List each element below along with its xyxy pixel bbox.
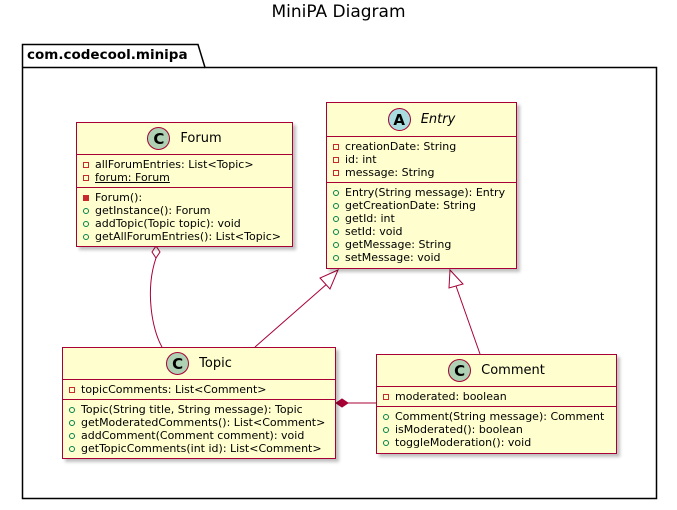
field-row: message: String: [327, 166, 516, 179]
method-row: setMessage: void: [327, 251, 516, 264]
public-icon: [333, 189, 339, 196]
method-row: getTopicComments(int id): List<Comment>: [63, 442, 335, 455]
class-forum-fields: allForumEntries: List<Topic> forum: Foru…: [77, 155, 292, 188]
class-name: Comment: [481, 363, 545, 378]
method-row: getInstance(): Forum: [77, 204, 292, 217]
method-row: isModerated(): boolean: [377, 423, 616, 436]
class-entry-header: A Entry: [327, 103, 516, 137]
class-entry-methods: Entry(String message): Entry getCreation…: [327, 183, 516, 267]
class-entry-fields: creationDate: String id: int message: St…: [327, 137, 516, 183]
class-icon: C: [166, 352, 190, 375]
class-forum-methods: Forum(): getInstance(): Forum addTopic(T…: [77, 188, 292, 246]
abstract-class-icon: A: [387, 108, 411, 131]
public-icon: [69, 406, 75, 413]
method-row: getAllForumEntries(): List<Topic>: [77, 230, 292, 243]
private-icon: [383, 393, 389, 400]
public-icon: [383, 426, 389, 433]
aggregation-diamond: [151, 245, 161, 259]
public-icon: [333, 215, 339, 222]
public-icon: [383, 413, 389, 420]
composition-diamond: [335, 398, 349, 408]
class-icon: C: [147, 127, 171, 150]
public-icon: [69, 445, 75, 452]
diagram-title: MiniPA Diagram: [271, 2, 406, 22]
method-row: addComment(Comment comment): void: [63, 429, 335, 442]
class-comment-methods: Comment(String message): Comment isModer…: [377, 407, 616, 452]
private-icon: [333, 156, 339, 163]
class-name: Topic: [199, 356, 232, 371]
private-icon: [69, 386, 75, 393]
public-icon: [333, 228, 339, 235]
method-row: addTopic(Topic topic): void: [77, 217, 292, 230]
class-forum-header: C Forum: [77, 123, 292, 155]
class-topic: C Topic topicComments: List<Comment> Top…: [62, 347, 336, 459]
class-topic-header: C Topic: [63, 348, 335, 380]
class-comment-fields: moderated: boolean: [377, 387, 616, 407]
method-row: getId: int: [327, 212, 516, 225]
method-row: Topic(String title, String message): Top…: [63, 403, 335, 416]
class-comment: C Comment moderated: boolean Comment(Str…: [376, 354, 617, 454]
relation-topic-entry: [254, 282, 329, 348]
private-icon: [83, 174, 89, 181]
public-icon: [69, 419, 75, 426]
private-icon: [333, 143, 339, 150]
relation-comment-entry: [455, 285, 481, 355]
public-icon: [83, 207, 89, 214]
private-icon: [83, 161, 89, 168]
class-topic-fields: topicComments: List<Comment>: [63, 380, 335, 400]
class-entry: A Entry creationDate: String id: int mes…: [326, 102, 517, 269]
class-comment-header: C Comment: [377, 355, 616, 387]
public-icon: [69, 432, 75, 439]
private-icon: [333, 169, 339, 176]
field-row: id: int: [327, 153, 516, 166]
field-row: topicComments: List<Comment>: [63, 383, 335, 396]
field-row: allForumEntries: List<Topic>: [77, 158, 292, 171]
public-icon: [83, 220, 89, 227]
class-name: Forum: [180, 131, 222, 146]
public-icon: [83, 233, 89, 240]
class-forum: C Forum allForumEntries: List<Topic> for…: [76, 122, 293, 247]
public-icon: [333, 202, 339, 209]
method-row: setId: void: [327, 225, 516, 238]
class-icon: C: [448, 359, 472, 382]
relation-forum-topic: [149, 257, 163, 348]
class-topic-methods: Topic(String title, String message): Top…: [63, 400, 335, 458]
method-row: toggleModeration(): void: [377, 436, 616, 449]
public-icon: [333, 241, 339, 248]
public-icon: [333, 254, 339, 261]
method-row: Entry(String message): Entry: [327, 186, 516, 199]
field-row: moderated: boolean: [377, 390, 616, 403]
inheritance-arrow-topic: [319, 269, 339, 290]
method-row: getCreationDate: String: [327, 199, 516, 212]
private-icon: [83, 194, 89, 201]
method-row: Forum():: [77, 191, 292, 204]
field-row: creationDate: String: [327, 140, 516, 153]
method-row: Comment(String message): Comment: [377, 410, 616, 423]
package-name: com.codecool.minipa: [27, 47, 188, 63]
public-icon: [383, 439, 389, 446]
field-row: forum: Forum: [77, 171, 292, 184]
method-row: getMessage: String: [327, 238, 516, 251]
inheritance-arrow-comment: [448, 268, 464, 289]
method-row: getModeratedComments(): List<Comment>: [63, 416, 335, 429]
class-name: Entry: [420, 112, 456, 127]
